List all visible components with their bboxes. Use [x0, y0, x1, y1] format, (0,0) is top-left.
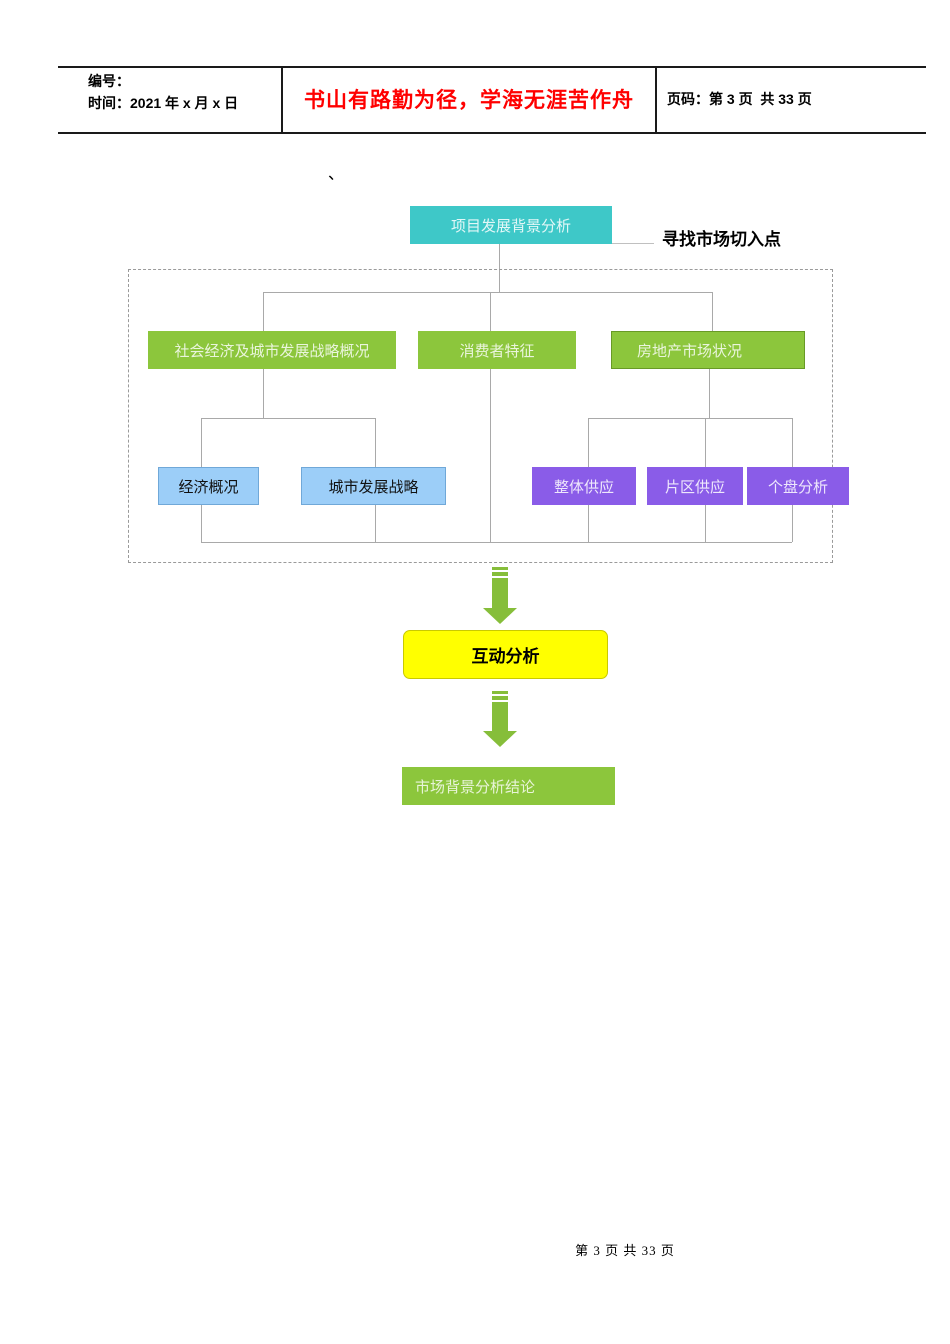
doc-number-label: 编号：: [88, 73, 130, 89]
stray-mark: 、: [328, 166, 345, 183]
doc-time-label: 时间：2021 年 x 月 x 日: [88, 95, 239, 111]
connector-line: [709, 369, 710, 418]
connector-line: [263, 292, 264, 331]
side-note-line: [612, 243, 654, 244]
dashed-group-frame: [128, 269, 833, 563]
root-box: 项目发展背景分析: [410, 206, 612, 244]
header-table-bottom-border: [58, 132, 926, 134]
connector-line: [712, 292, 713, 331]
header-meta-cell: 编号： 时间：2021 年 x 月 x 日: [88, 70, 238, 114]
connector-line: [588, 418, 792, 419]
connector-line: [263, 292, 713, 293]
child-box-district-supply: 片区供应: [647, 467, 743, 505]
child-box-economy: 经济概况: [158, 467, 259, 505]
connector-line: [490, 292, 491, 331]
header-table-divider: [281, 66, 283, 134]
branch-box-realestate: 房地产市场状况: [611, 331, 805, 369]
conclusion-box: 市场背景分析结论: [402, 767, 615, 805]
side-note: 寻找市场切入点: [662, 230, 781, 249]
header-table-divider: [655, 66, 657, 134]
footer-page-number: 第 3 页 共 33 页: [575, 1243, 675, 1258]
connector-line: [201, 418, 376, 419]
child-box-project-analysis: 个盘分析: [747, 467, 849, 505]
child-box-city-strategy: 城市发展战略: [301, 467, 446, 505]
header-page-info: 页码：第 3 页 共 33 页: [667, 91, 812, 107]
branch-box-consumer: 消费者特征: [418, 331, 576, 369]
connector-line: [490, 369, 491, 542]
connector-line: [201, 542, 792, 543]
connector-line: [499, 244, 500, 292]
branch-box-society-economy: 社会经济及城市发展战略概况: [148, 331, 396, 369]
interaction-box: 互动分析: [403, 630, 608, 679]
connector-line: [263, 369, 264, 418]
header-table-top-border: [58, 66, 926, 68]
header-motto: 书山有路勤为径，学海无涯苦作舟: [304, 88, 634, 112]
child-box-overall-supply: 整体供应: [532, 467, 636, 505]
